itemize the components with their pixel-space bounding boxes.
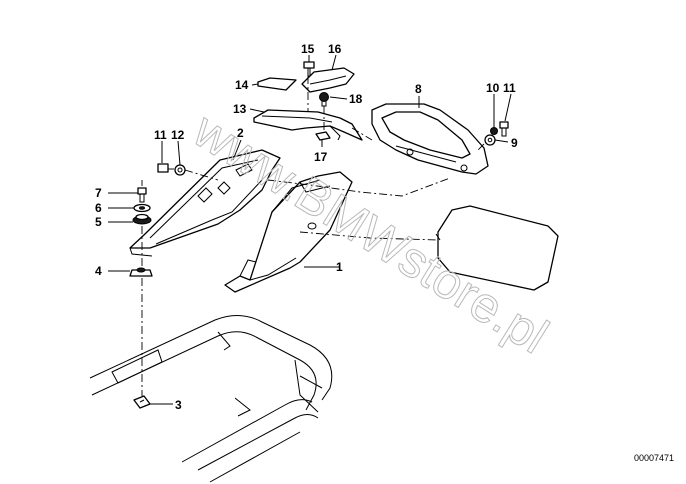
part-2-side-frame: [129, 149, 281, 257]
callout-numbers: 1 2 3 4 5 6 7 8 9 10 11 11 12 13 14 15 1…: [95, 42, 518, 412]
part-6-washer: [133, 203, 151, 213]
part-13-plate: [253, 109, 363, 141]
callout-11-right: 11: [503, 81, 516, 95]
leader-lines: [108, 54, 512, 405]
callout-6: 6: [95, 201, 102, 215]
part-14-pad: [257, 77, 297, 91]
part-1-tail-bracket: [224, 171, 353, 293]
callout-5: 5: [95, 215, 102, 229]
tool-bag: [435, 205, 559, 291]
part-15-screw: [303, 61, 315, 77]
callout-9: 9: [511, 136, 518, 150]
callout-14: 14: [235, 78, 249, 92]
callout-11-left: 11: [154, 128, 167, 142]
callout-12: 12: [171, 128, 185, 142]
callout-7: 7: [95, 186, 102, 200]
callout-4: 4: [95, 264, 102, 278]
part-18-screw: [319, 92, 329, 107]
callout-15: 15: [301, 42, 315, 56]
part-9-washer: [484, 134, 496, 146]
part-17-clip-nut: [315, 131, 331, 141]
part-8-rear-handle: [371, 103, 489, 175]
callout-3: 3: [175, 398, 182, 412]
part-11-bolt-left: [157, 163, 169, 173]
assembly-lines: [141, 76, 485, 396]
frame-tubes: [89, 315, 333, 483]
part-5-rubber-mount: [132, 213, 152, 225]
callout-17: 17: [314, 150, 328, 164]
callout-13: 13: [233, 102, 247, 116]
callout-1: 1: [336, 260, 343, 274]
callout-2: 2: [237, 126, 244, 140]
callout-10: 10: [486, 81, 500, 95]
part-11-bolt-right: [499, 121, 509, 137]
part-3-clip-nut: [133, 395, 151, 409]
callout-8: 8: [415, 82, 422, 96]
drawing-number: 00007471: [634, 453, 674, 463]
callout-18: 18: [349, 92, 363, 106]
part-10-nut: [490, 127, 498, 135]
part-16-grab-handle: [301, 67, 355, 93]
part-4-mount: [129, 267, 153, 277]
part-7-screw: [137, 187, 147, 203]
callout-16: 16: [328, 42, 342, 56]
part-12-grommet: [174, 164, 186, 176]
